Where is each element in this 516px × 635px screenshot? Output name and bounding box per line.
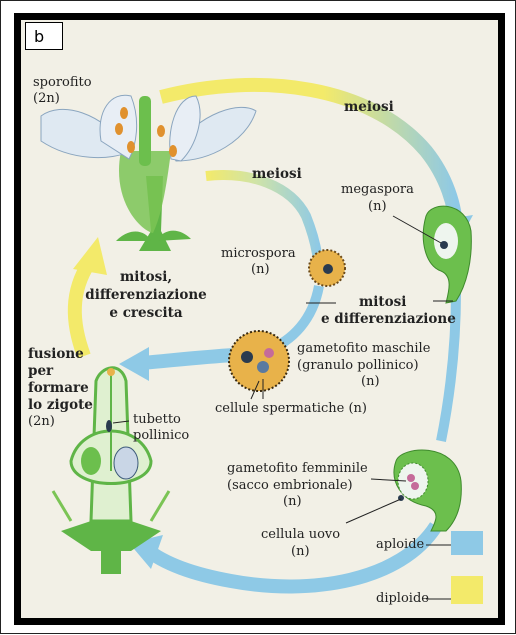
label-megaspora: megaspora	[341, 182, 414, 198]
label-gametofito-f-2: (sacco embrionale)	[227, 478, 353, 494]
microspora-illustration	[309, 250, 345, 286]
label-tubetto-1: tubetto	[133, 412, 181, 428]
label-cellule-spermatiche: cellule spermatiche (n)	[215, 401, 367, 417]
panel-label: b	[25, 22, 63, 50]
arrow-to-fusione-upper	[141, 355, 234, 363]
label-cellula-uovo-1: cellula uovo	[261, 527, 340, 543]
label-sporofito: sporofito	[33, 75, 92, 91]
label-meiosi-top: meiosi	[344, 99, 394, 115]
label-tubetto-2: pollinico	[133, 428, 189, 444]
gametofito-maschile-illustration	[229, 331, 289, 399]
label-fusione-3: formare	[28, 380, 89, 396]
legend-diploid-swatch	[451, 576, 483, 604]
label-megaspora-ploidy: (n)	[368, 199, 387, 215]
label-gametofito-m-1: gametofito maschile	[297, 341, 430, 357]
label-mitosi-diff-1: mitosi	[359, 294, 406, 310]
label-gametofito-f-3: (n)	[283, 494, 302, 510]
label-mitosi-growth-3: e crescita	[91, 305, 201, 321]
label-mitosi-growth-2: differenziazione	[81, 287, 211, 303]
arrow-meiosi-megaspora	[161, 85, 456, 231]
legend-haploid-swatch	[451, 531, 483, 555]
megaspora-illustration	[393, 206, 471, 303]
legend-diploide-label: diploide	[376, 591, 429, 607]
label-cellula-uovo-2: (n)	[291, 544, 310, 560]
label-fusione-1: fusione	[28, 346, 84, 362]
label-gametofito-m-2: (granulo pollinico)	[297, 358, 419, 374]
label-sporofito-ploidy: (2n)	[33, 91, 60, 107]
label-microspora-ploidy: (n)	[251, 262, 270, 278]
label-mitosi-diff-2: e differenziazione	[321, 311, 456, 327]
label-fusione-5: (2n)	[28, 414, 55, 430]
label-mitosi-growth-1: mitosi,	[91, 269, 201, 285]
label-gametofito-m-3: (n)	[361, 374, 380, 390]
label-gametofito-f-1: gametofito femminile	[227, 461, 368, 477]
legend-aploide-label: aploide	[376, 537, 424, 553]
label-microspora: microspora	[221, 246, 296, 262]
label-meiosi-inner: meiosi	[252, 166, 302, 182]
label-fusione-2: per	[28, 363, 53, 379]
arrow-crescita	[75, 263, 89, 356]
label-fusione-4: lo zigote	[28, 397, 93, 413]
